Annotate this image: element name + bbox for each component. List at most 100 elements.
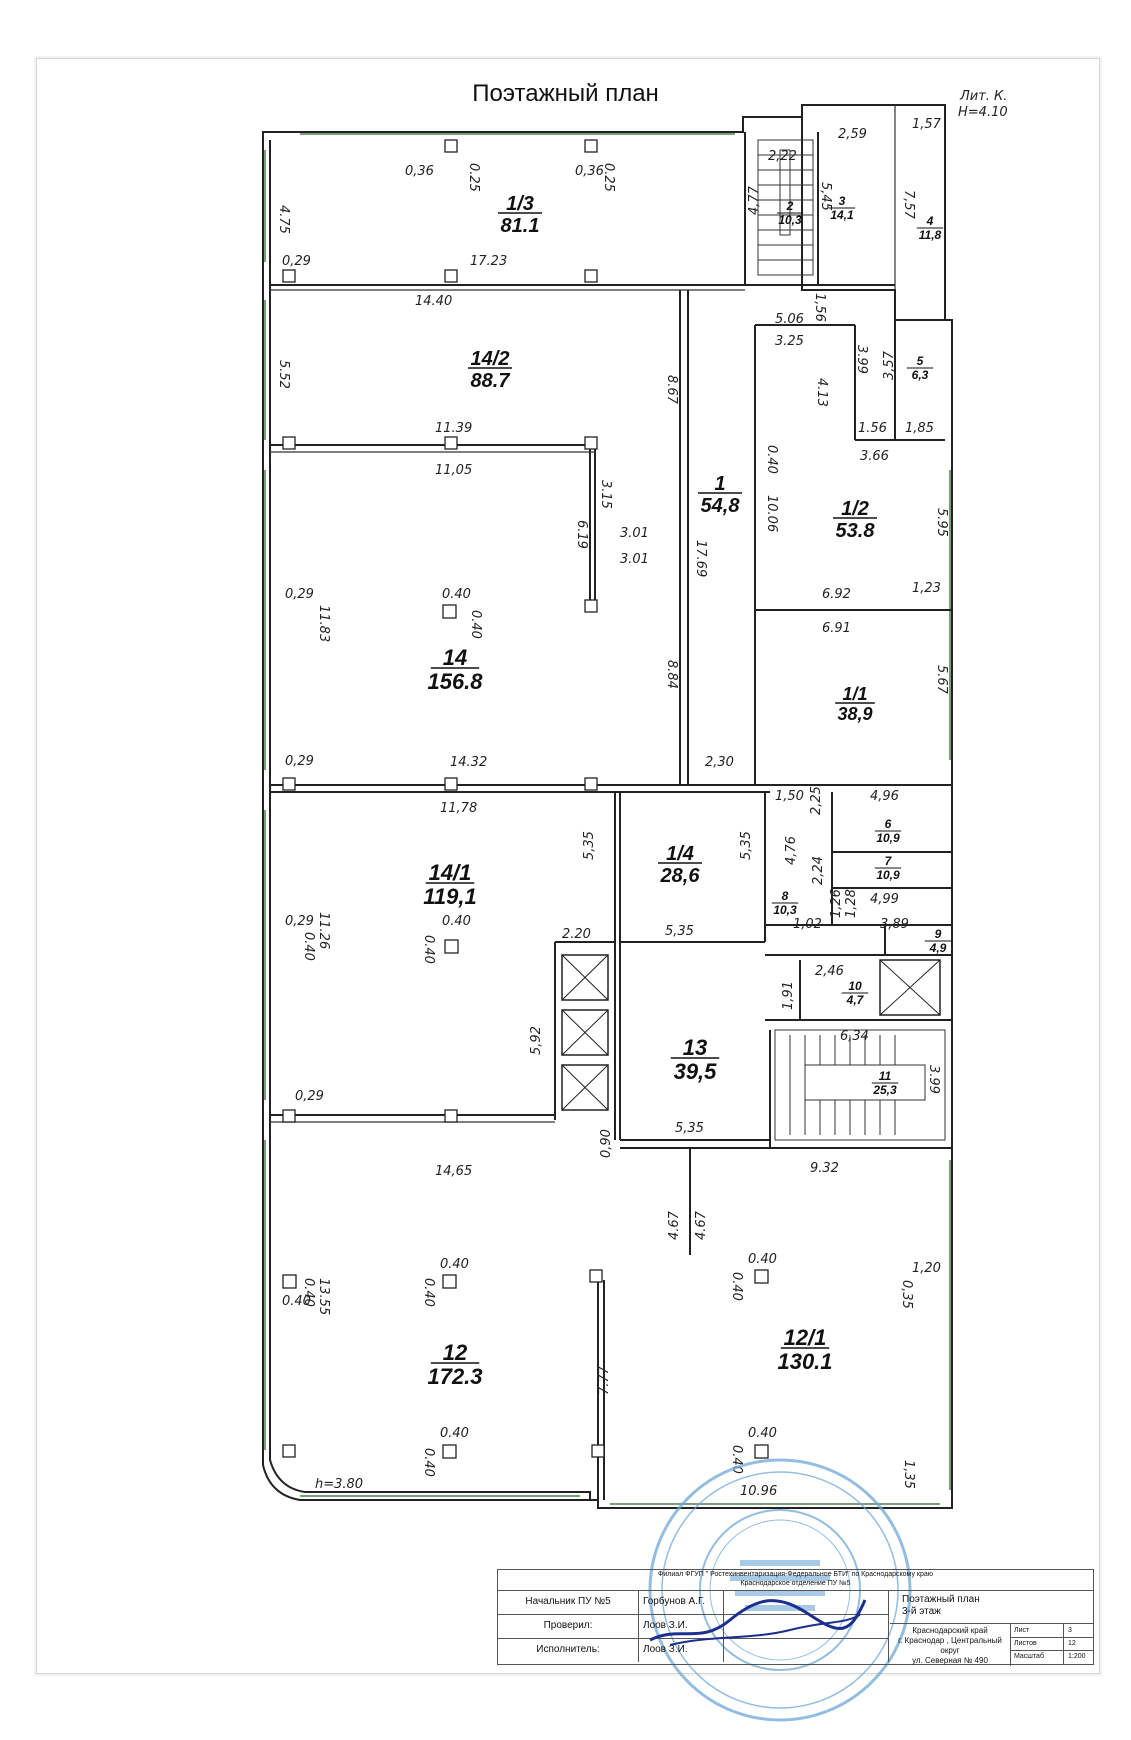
dim-label: 6.92: [822, 587, 851, 602]
windows: [264, 133, 951, 1505]
room-number: 12: [443, 1340, 468, 1365]
dim-label: 8.67: [664, 375, 679, 405]
dim-label: 3.66: [860, 449, 889, 464]
signature-cell: [724, 1638, 889, 1662]
dim-label: 0.40: [729, 1272, 744, 1301]
scale-value: 1:200: [1068, 1653, 1086, 1660]
dim-label: 11,05: [435, 463, 472, 478]
dim-label: 4,96: [870, 789, 899, 804]
dim-label: 8.84: [664, 660, 679, 689]
dim-label: 1,20: [912, 1261, 941, 1276]
room-number: 5: [917, 354, 924, 368]
dim-label: 3.25: [775, 334, 804, 349]
dim-label: 0,29: [295, 1089, 324, 1104]
room-area: 119,1: [423, 884, 476, 909]
dim-label: 14.40: [415, 294, 452, 309]
room-area: 10,9: [876, 868, 900, 882]
dim-label: 2,24: [811, 856, 826, 885]
lit-label: Лит. К.: [959, 89, 1007, 104]
person-name: Горбунов А.Г.: [639, 1590, 724, 1614]
room-number: 14: [443, 645, 467, 670]
dim-label: 6,34: [840, 1029, 869, 1044]
room-number: 7: [885, 854, 893, 868]
dim-label: 0.40: [748, 1252, 777, 1267]
signature-cell: [724, 1614, 889, 1638]
dim-label: 4,77: [747, 185, 762, 215]
dim-label: 3.01: [620, 526, 649, 541]
room-label-1-1: 1/138,9: [835, 684, 875, 724]
room-label-3: 314,1: [828, 194, 856, 222]
signature-row-head: Начальник ПУ №5 Горбунов А.Г.: [498, 1590, 889, 1615]
dim-label: 0,29: [285, 914, 314, 929]
dim-label: 0,36: [405, 164, 434, 179]
dim-label: 0,90: [599, 1129, 614, 1158]
dim-label: 6.19: [574, 520, 589, 549]
address-street: ул. Северная № 490: [912, 1656, 988, 1665]
dim-label: 3,57: [882, 350, 897, 380]
dim-label: 0,36: [575, 164, 604, 179]
cell-divider: [1063, 1624, 1064, 1664]
dim-label: 11,78: [440, 801, 477, 816]
address-city: г. Краснодар , Центральный округ: [898, 1636, 1002, 1655]
outer-walls: [262, 104, 953, 1509]
dim-label: 0.40: [440, 1257, 469, 1272]
room-area: 39,5: [674, 1059, 718, 1084]
signature-cell: [724, 1590, 889, 1614]
room-number: 1: [714, 473, 725, 495]
sheet-value: 3: [1068, 1627, 1072, 1634]
dim-label: 1,57: [912, 117, 942, 132]
room-label-1-4: 1/428,6: [658, 843, 702, 887]
room-label-6: 610,9: [874, 817, 902, 845]
address: Краснодарский край г. Краснодар , Центра…: [890, 1624, 1011, 1666]
dim-label: 0,29: [282, 254, 311, 269]
dim-label: 5,35: [665, 924, 694, 939]
dim-label: 4,76: [784, 836, 799, 865]
room-area: 156.8: [427, 669, 483, 694]
role-label: Начальник ПУ №5: [498, 1590, 639, 1614]
dim-label: 17.23: [470, 254, 507, 269]
room-area: 130.1: [777, 1349, 832, 1374]
dim-label: 5.06: [775, 312, 804, 327]
room-area: 4,7: [846, 993, 865, 1007]
room-number: 1/2: [841, 498, 869, 520]
dim-label: 10.06: [764, 495, 779, 532]
room-area: 10,3: [773, 903, 797, 917]
room-area: 10,3: [778, 213, 802, 227]
dim-label: 0,29: [285, 587, 314, 602]
dim-label: 0.40: [468, 610, 483, 639]
dim-label: 0.40: [421, 935, 436, 964]
interior-walls: [270, 132, 952, 1500]
sheets-label: Листов: [1014, 1640, 1037, 1647]
room-label-10: 104,7: [841, 979, 869, 1007]
dim-label: 1,91: [781, 981, 796, 1010]
dim-label: 0.40: [764, 445, 779, 474]
signature-scribble: [649, 1599, 867, 1646]
room-label-1: 154,8: [698, 473, 742, 517]
dim-label: 3.99: [854, 345, 869, 374]
room-label-1-2: 1/253.8: [833, 498, 877, 542]
dim-label: 2,59: [838, 127, 867, 142]
dim-label: 11.39: [435, 421, 472, 436]
floor-label: 3-й этаж: [902, 1606, 941, 1617]
dim-label: 13.55: [316, 1278, 331, 1315]
room-number: 8: [782, 889, 789, 903]
room-number: 13: [683, 1035, 707, 1060]
sheet-cell: Лист 3: [1010, 1624, 1093, 1638]
dim-label: 1,26: [829, 889, 844, 918]
page-title: Поэтажный план: [472, 80, 659, 107]
room-area: 25,3: [872, 1083, 897, 1097]
stairs-bottom: [774, 1029, 946, 1141]
dim-label: 4,99: [870, 892, 899, 907]
dim-label: 10.96: [740, 1484, 777, 1499]
scale-label: Масштаб: [1014, 1653, 1044, 1660]
dim-label: h=3.80: [315, 1477, 363, 1492]
dim-label: 0,29: [285, 754, 314, 769]
room-number: 6: [885, 817, 892, 831]
room-area: 28,6: [660, 865, 701, 887]
dim-label: 0.40: [748, 1426, 777, 1441]
dim-label: 2.20: [562, 927, 591, 942]
